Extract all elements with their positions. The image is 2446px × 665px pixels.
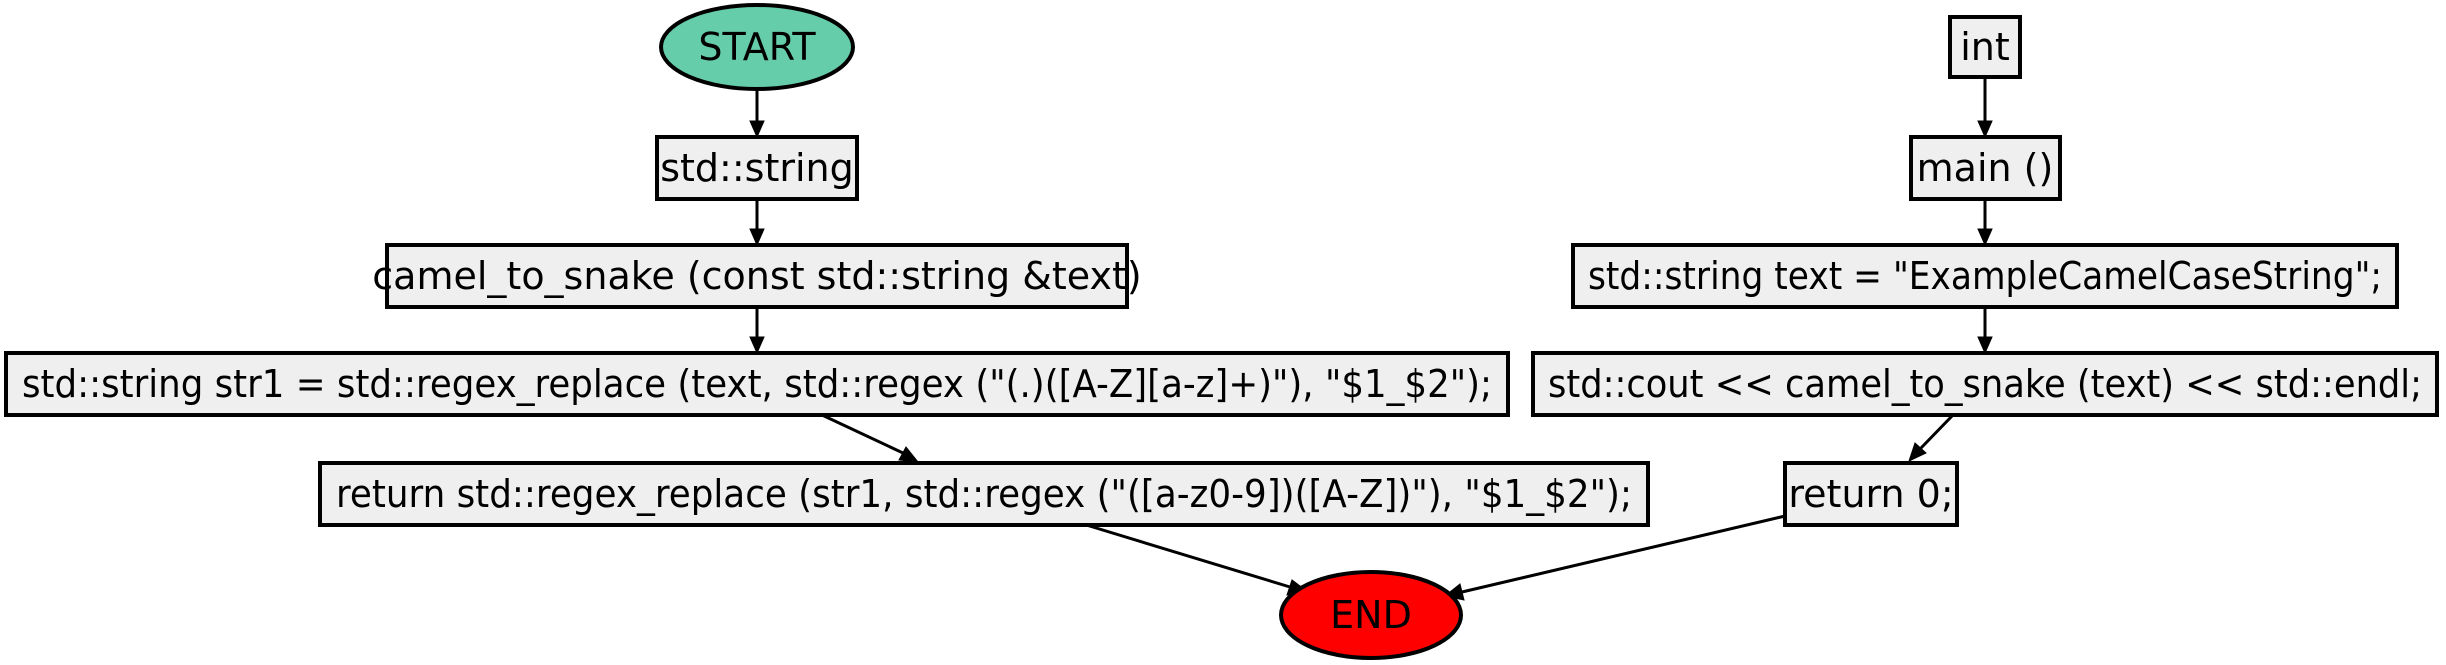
cout-statement-label: std::cout << camel_to_snake (text) << st… <box>1548 362 2422 406</box>
start-node: START <box>659 3 855 91</box>
arrowhead <box>1977 228 1993 247</box>
string-type-box <box>655 135 859 201</box>
arrowhead <box>749 336 765 355</box>
return-zero-box <box>1783 461 1959 527</box>
camel-to-snake-signature-node: camel_to_snake (const std::string &text) <box>372 243 1142 309</box>
cout-statement-node: std::cout << camel_to_snake (text) << st… <box>1531 351 2439 417</box>
main-signature-box <box>1909 135 2062 201</box>
return-regex-label: return std::regex_replace (str1, std::re… <box>336 472 1632 516</box>
return-regex-node: return std::regex_replace (str1, std::re… <box>318 461 1650 527</box>
arrowhead <box>898 446 920 463</box>
string-type-label: std::string <box>660 146 854 190</box>
main-signature-label: main () <box>1917 146 2054 190</box>
return-zero-node: return 0; <box>1783 461 1959 527</box>
end-ellipse <box>1279 570 1463 660</box>
arrowhead <box>1977 120 1993 139</box>
start-label: START <box>698 25 816 69</box>
int-type-box <box>1948 15 2022 79</box>
arrowhead <box>1977 336 1993 355</box>
string-type-node: std::string <box>655 135 859 201</box>
str1-statement-label: std::string str1 = std::regex_replace (t… <box>22 362 1492 406</box>
edge-cout-to-return <box>1919 413 1955 450</box>
cout-statement-box <box>1531 351 2439 417</box>
arrowhead <box>749 228 765 247</box>
int-type-node: int <box>1948 15 2022 79</box>
end-node: END <box>1279 570 1463 660</box>
edge-return0-to-end <box>1461 514 1786 594</box>
arrowhead <box>749 120 765 139</box>
start-ellipse <box>659 3 855 91</box>
return-zero-label: return 0; <box>1788 472 1953 516</box>
camel-to-snake-signature-box <box>385 243 1129 309</box>
return-regex-box <box>318 461 1650 527</box>
camel-to-snake-signature-label: camel_to_snake (const std::string &text) <box>372 254 1141 298</box>
text-declaration-box <box>1571 243 2399 309</box>
str1-statement-box <box>4 351 1510 417</box>
edge-return-to-end <box>1082 522 1291 589</box>
edge-str1-to-return <box>821 413 904 455</box>
arrowhead <box>1908 442 1927 462</box>
text-declaration-label: std::string text = "ExampleCamelCaseStri… <box>1588 254 2382 298</box>
str1-statement-node: std::string str1 = std::regex_replace (t… <box>4 351 1510 417</box>
main-signature-node: main () <box>1909 135 2062 201</box>
int-type-label: int <box>1960 25 2010 69</box>
end-label: END <box>1330 593 1412 637</box>
text-declaration-node: std::string text = "ExampleCamelCaseStri… <box>1571 243 2399 309</box>
